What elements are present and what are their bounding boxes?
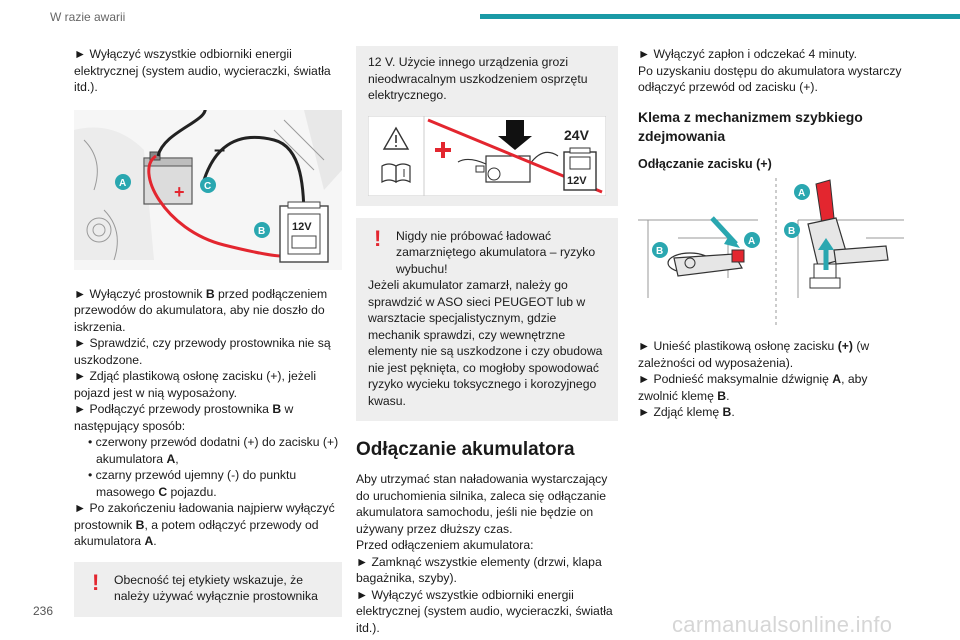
callout-a-right: A	[794, 184, 810, 200]
header-title: W razie awarii	[50, 10, 126, 24]
svg-text:B: B	[788, 226, 795, 237]
paragraph-intro: ► Wyłączyć wszystkie odbiorniki energii …	[74, 47, 331, 94]
clamp-left-icon	[667, 216, 745, 277]
svg-text:B: B	[258, 226, 265, 237]
minus-sign: –	[214, 139, 225, 161]
clamp-right-icon	[807, 179, 889, 289]
step-remove-clamp: ► Zdjąć klemę B.	[638, 405, 735, 419]
callout-a: A	[115, 173, 131, 190]
label-note-box: ! Obecność tej etykiety wskazuje, że nal…	[74, 561, 342, 617]
allowed-voltage: 12V	[567, 175, 587, 187]
disconnect-intro: Aby utrzymać stan naładowania wystarczaj…	[356, 472, 608, 536]
before-disconnect: Przed odłączeniem akumulatora:	[356, 538, 534, 552]
step-close-all: ► Zamknąć wszystkie elementy (drzwi, kla…	[356, 554, 602, 586]
warning-exclamation-icon: !	[92, 569, 100, 595]
header-accent-bar	[480, 14, 960, 19]
prohibited-voltage: 24V	[564, 127, 590, 143]
label-note-text: Obecność tej etykiety wskazuje, że należ…	[114, 572, 318, 604]
page-number: 236	[33, 604, 54, 618]
plus-sign: +	[174, 182, 185, 202]
disconnect-plus-terminal: Po uzyskaniu dostępu do akumulatora wyst…	[638, 63, 902, 95]
step-lift-cover: ► Unieść plastikową osłonę zacisku (+) (…	[638, 339, 870, 370]
quick-release-subtitle: Odłączanie zacisku (+)	[638, 156, 772, 171]
allowed-12v-battery-icon: 12V	[563, 147, 597, 191]
frozen-warning-body: Jeżeli akumulator zamarzł, należy go spr…	[368, 278, 603, 408]
frozen-warning-heading: Nigdy nie próbować ładować zamarzniętego…	[396, 228, 596, 276]
section-title-disconnect: Odłączanie akumulatora	[356, 439, 575, 460]
callout-c: C	[200, 176, 216, 193]
caution-triangle-icon	[382, 126, 410, 150]
warning-exclamation-icon: !	[374, 225, 382, 251]
svg-text:A: A	[748, 236, 755, 247]
bullet-red-cable: • czerwony przewód dodatni (+) do zacisk…	[88, 435, 339, 466]
charger-icon: 12V	[279, 201, 329, 263]
step-check-cables: ► Sprawdzić, czy przewody prostownika ni…	[74, 336, 331, 367]
column-3: ► Wyłączyć zapłon i odczekać 4 minuty. P…	[638, 46, 908, 421]
quick-release-title: Klema z mechanizmem szybkiego zdejmowani…	[638, 108, 863, 144]
svg-text:A: A	[119, 178, 126, 189]
step-connect-cables: ► Podłączyć przewody prostownika B w nas…	[74, 402, 294, 433]
step-switch-off-consumers: ► Wyłączyć wszystkie odbiorniki energii …	[356, 587, 613, 635]
charger-note-continued: 12 V. Użycie innego urządzenia grozi nie…	[368, 55, 588, 102]
callout-b: B	[254, 221, 270, 238]
step-ignition-off: ► Wyłączyć zapłon i odczekać 4 minuty.	[638, 47, 857, 61]
svg-text:C: C	[204, 181, 211, 192]
red-plus-mark	[435, 141, 451, 158]
step-after-charging: ► Po zakończeniu ładowania najpierw wyłą…	[74, 501, 335, 548]
callout-a-left: A	[744, 232, 760, 248]
column-2: 12 V. Użycie innego urządzenia grozi nie…	[356, 46, 618, 636]
step-remove-cover: ► Zdjąć plastikową osłonę zacisku (+), j…	[74, 369, 317, 400]
charger-note-continued-box: 12 V. Użycie innego urządzenia grozi nie…	[356, 46, 618, 206]
charger-voltage: 12V	[292, 221, 312, 233]
step-switch-off-charger: ► Wyłączyć prostownik B przed podłączeni…	[74, 286, 328, 334]
callout-b-left: B	[652, 242, 668, 258]
charger-connection-figure: + – 12V A C B	[74, 103, 342, 270]
step-raise-lever: ► Podnieść maksymalnie dźwignię A, aby z…	[638, 372, 868, 403]
battery-charger-illustration: + – 12V A C B	[74, 103, 342, 270]
column-1: ► Wyłączyć wszystkie odbiorniki energii …	[74, 46, 342, 617]
watermark: carmanualsonline.info	[672, 612, 893, 637]
callout-b-right: B	[784, 222, 800, 238]
manual-book-icon	[381, 162, 411, 183]
bullet-black-cable: • czarny przewód ujemny (-) do punktu ma…	[88, 468, 297, 499]
frozen-battery-warning-box: ! Nigdy nie próbować ładować zamarznięte…	[356, 217, 618, 421]
label-12v-illustration: 24V 12V	[368, 115, 606, 196]
svg-text:A: A	[798, 188, 805, 199]
quick-release-clamp-illustration: A B A B	[638, 178, 904, 328]
battery-icon	[143, 151, 193, 205]
svg-text:B: B	[656, 246, 663, 257]
